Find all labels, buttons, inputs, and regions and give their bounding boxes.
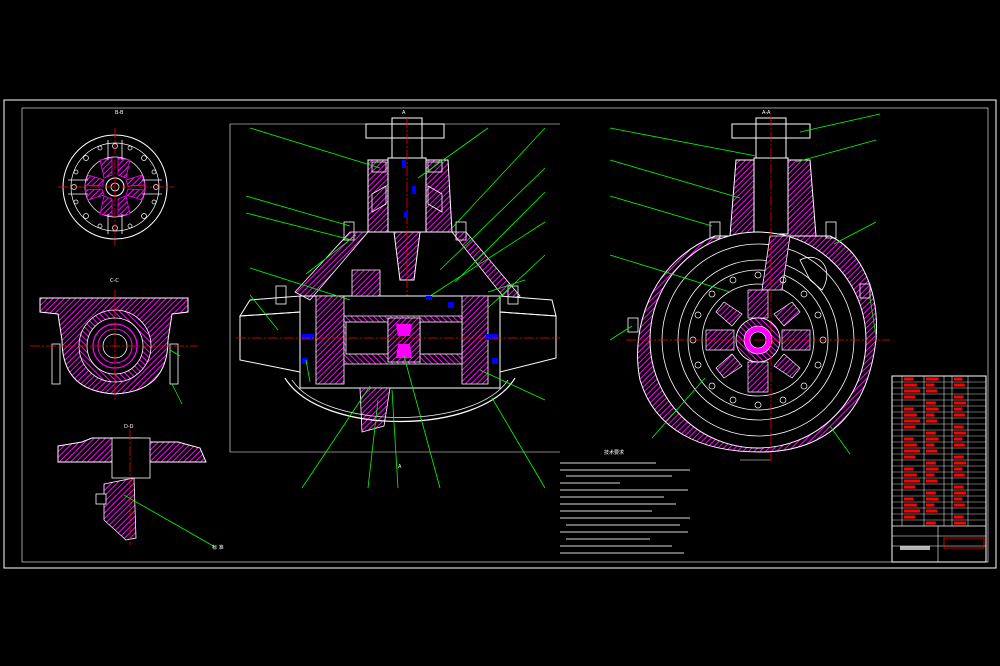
- view-c-c-title: C-C: [110, 278, 119, 284]
- view-b-b-title: B-B: [115, 110, 124, 116]
- main-section-view: A A: [229, 110, 560, 470]
- side-section-view: A-A: [626, 110, 890, 464]
- view-d-d-callout: 标 准: [212, 544, 224, 551]
- view-b-b: B-B: [58, 110, 174, 246]
- view-d-d-title: D-D: [124, 424, 134, 430]
- leader-lines: [169, 113, 881, 489]
- notes-title: 技术要求: [604, 449, 624, 456]
- side-view-title: A-A: [762, 110, 771, 116]
- view-d-d: D-D 标 准: [57, 424, 224, 551]
- main-view-title: A: [402, 110, 406, 116]
- drawing-inner-border: [21, 107, 989, 563]
- view-c-c: C-C: [30, 278, 198, 400]
- title-block: [891, 375, 987, 563]
- drawing-border: [3, 99, 997, 569]
- technical-notes: 技术要求: [560, 449, 690, 554]
- main-view-bottom-label: A: [398, 464, 402, 470]
